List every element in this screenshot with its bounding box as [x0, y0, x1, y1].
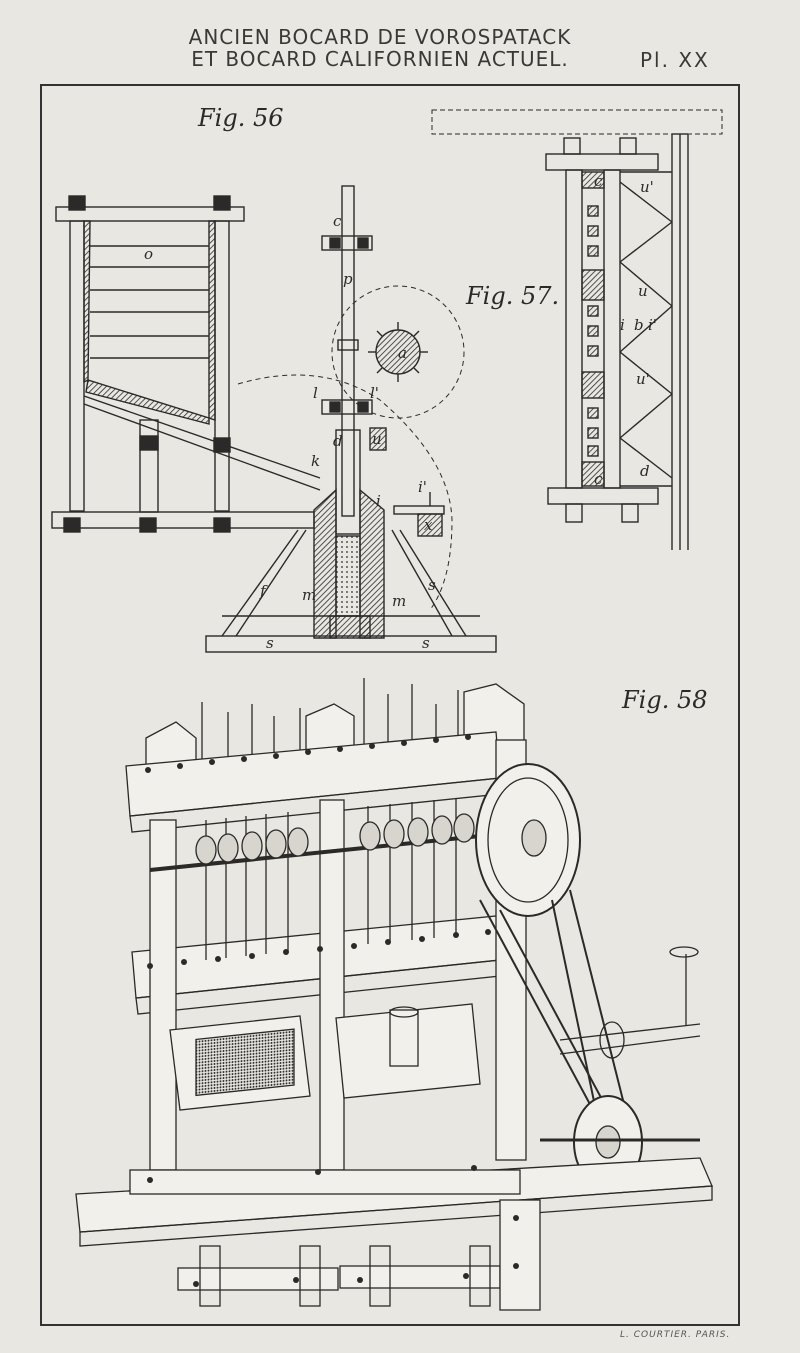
svg-text:h: h: [216, 436, 226, 454]
fig58-drawing: [75, 678, 713, 1311]
svg-text:k: k: [311, 452, 320, 470]
svg-text:l': l': [370, 384, 379, 402]
fig56-letters: o c p a l l' u h k d i i' x f m m s s s: [144, 212, 436, 652]
svg-text:c: c: [594, 172, 603, 190]
engraver-credit: L. COURTIER. PARIS.: [620, 1330, 731, 1340]
fig57-drawing: [431, 109, 723, 550]
fig56-drawing: [51, 185, 497, 653]
title-line-1: ANCIEN BOCARD DE VOROSPATACK: [188, 25, 572, 49]
svg-text:u': u': [640, 178, 654, 196]
svg-text:p: p: [343, 270, 353, 288]
fig57-label: Fig. 57.: [466, 282, 560, 310]
svg-text:l: l: [313, 384, 318, 402]
svg-text:c: c: [333, 212, 342, 230]
svg-text:f: f: [259, 582, 268, 600]
svg-text:i: i: [620, 316, 625, 334]
svg-text:d: d: [333, 432, 343, 450]
svg-text:s: s: [422, 634, 430, 652]
svg-text:i: i: [376, 492, 381, 510]
fig56-label: Fig. 56: [198, 104, 284, 132]
svg-text:m: m: [302, 586, 316, 604]
svg-text:d: d: [640, 462, 650, 480]
svg-text:c: c: [594, 470, 603, 488]
svg-text:u': u': [636, 370, 650, 388]
svg-text:i': i': [418, 478, 427, 496]
fig58-label: Fig. 58: [622, 686, 708, 714]
svg-text:x: x: [424, 516, 433, 534]
fig58-bolts: [145, 734, 519, 1287]
fig57-letters: c u' u i b i' u' d c: [594, 172, 657, 488]
svg-text:b: b: [634, 316, 644, 334]
plate-number: Pl. XX: [640, 48, 710, 72]
svg-text:s: s: [428, 576, 436, 594]
svg-text:u: u: [372, 430, 382, 448]
plate-frame: [40, 84, 740, 1326]
svg-text:i': i': [648, 316, 657, 334]
svg-text:u: u: [638, 282, 648, 300]
title-line-2: ET BOCARD CALIFORNIEN ACTUEL.: [191, 47, 569, 71]
svg-text:m: m: [392, 592, 406, 610]
svg-text:o: o: [144, 245, 153, 263]
svg-text:s: s: [266, 634, 274, 652]
svg-text:a: a: [398, 344, 407, 362]
plate-title: ANCIEN BOCARD DE VOROSPATACK ET BOCARD C…: [150, 26, 610, 70]
